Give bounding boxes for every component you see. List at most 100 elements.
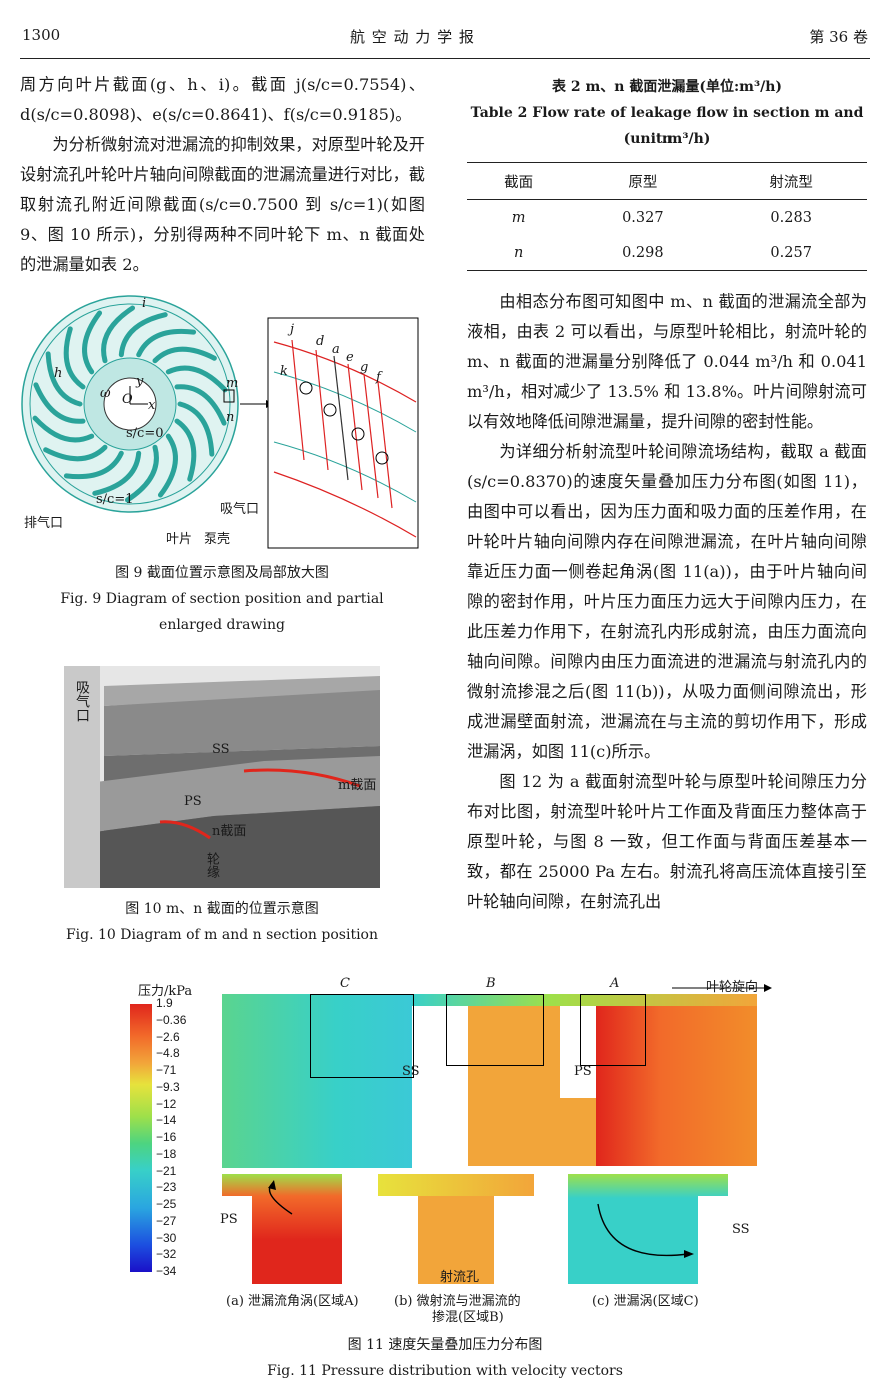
- label-sc1: s/c=1: [96, 492, 134, 507]
- table-title-cn: 表 2 m、n 截面泄漏量(单位:m³/h): [551, 79, 782, 95]
- label-h: h: [54, 366, 63, 381]
- label-g: g: [360, 360, 369, 375]
- sub-b-label-jet-hole: 射流孔: [440, 1270, 480, 1285]
- fig10-label-m-section: m截面: [338, 778, 377, 793]
- colorbar-tick-label: −25: [156, 1197, 177, 1211]
- right-paragraph-3: 图 12 为 a 截面射流型叶轮与原型叶轮间隙压力分布对比图，射流型叶轮叶片工作…: [467, 772, 867, 911]
- impeller-blade: [157, 433, 178, 498]
- colorbar-tick-label: −21: [156, 1163, 177, 1178]
- left-paragraph-1: 周方向叶片截面(g、h、i)。截面 j(s/c=0.7554)、d(s/c=0.…: [20, 75, 425, 124]
- impeller-blade: [136, 328, 197, 358]
- table-cell: n: [513, 244, 524, 261]
- figure-11: 压力/kPa 1.9−0.36−2.6−4.8−71−9.3−12−14−16−…: [126, 976, 776, 1325]
- table-row: n 0.298 0.257: [467, 235, 867, 270]
- label-blade: 叶片: [166, 532, 193, 547]
- figure-9: i h ω y O x s/c=0 s/c=1 m n 排气口 吸气口 叶片 泵…: [18, 292, 422, 552]
- figure-10: 吸气口 SS PS m截面 n截面 轮缘: [64, 666, 380, 888]
- colorbar-tick-label: −32: [156, 1247, 177, 1262]
- table-title-en: Table 2 Flow rate of leakage flow in sec…: [470, 105, 864, 147]
- fig10-label-intake: 吸气口: [74, 680, 90, 722]
- right-column-text: 由相态分布图可知图中 m、n 截面的泄漏流全部为液相，由表 2 可以看出，与原型…: [467, 287, 867, 917]
- fig9-caption-en-2: enlarged drawing: [159, 617, 285, 633]
- label-O: O: [122, 392, 133, 407]
- table-cell: 0.283: [770, 209, 812, 226]
- table-header: 射流型: [715, 163, 867, 200]
- colorbar-tick-label: −14: [156, 1113, 177, 1128]
- label-exhaust: 排气口: [24, 516, 64, 531]
- label-d: d: [316, 334, 325, 349]
- subcaption-a: (a) 泄漏流角涡(区域A): [226, 1294, 359, 1309]
- label-e: e: [346, 350, 354, 365]
- colorbar: [130, 1004, 152, 1272]
- fig10-caption-cn: 图 10 m、n 截面的位置示意图: [125, 901, 319, 917]
- fig10-label-n-section: n截面: [212, 824, 247, 839]
- subcaption-c: (c) 泄漏涡(区域C): [592, 1294, 699, 1309]
- main-label-ps: PS: [574, 1064, 592, 1079]
- impeller-blade: [174, 384, 227, 426]
- table-cell: 0.257: [770, 244, 812, 261]
- impeller-blade: [92, 450, 142, 496]
- colorbar-title: 压力/kPa: [138, 984, 193, 999]
- fig10-label-ss: SS: [212, 742, 230, 757]
- blades: [32, 305, 228, 503]
- table-cell: m: [511, 209, 526, 226]
- blade-3d-render: [64, 666, 380, 888]
- impeller-circle: [29, 303, 231, 505]
- fig10-label-rim: 轮缘: [204, 852, 219, 878]
- impeller-blade: [124, 444, 159, 503]
- volume-label: 第 36 卷: [809, 28, 868, 46]
- impeller-blade: [33, 382, 86, 424]
- label-region-b: B: [486, 976, 496, 991]
- impeller-blade: [118, 312, 168, 358]
- colorbar-tick-label: −16: [156, 1130, 177, 1144]
- label-k: k: [280, 364, 288, 379]
- colorbar-ticks: 1.9−0.36−2.6−4.8−71−9.3−12−14−16−18−21−2…: [156, 996, 198, 1278]
- leakage-table: 截面 原型 射流型 m 0.327 0.283 n 0.298 0.257: [467, 162, 867, 271]
- impeller-blade: [45, 351, 83, 407]
- label-m: m: [226, 376, 239, 391]
- label-y: y: [136, 374, 144, 389]
- colorbar-tick-label: −27: [156, 1213, 177, 1228]
- impeller-blade: [32, 415, 95, 443]
- impeller-blade: [82, 310, 103, 375]
- subplot-a: [222, 1174, 342, 1284]
- top-labels: [672, 984, 772, 992]
- label-a: a: [332, 342, 340, 357]
- sub-a-label-ps: PS: [220, 1212, 238, 1227]
- table-cell: 0.327: [622, 209, 664, 226]
- label-casing: 泵壳: [204, 532, 231, 547]
- fig11-caption-en: Fig. 11 Pressure distribution with veloc…: [267, 1363, 623, 1379]
- colorbar-tick-label: −12: [156, 1096, 177, 1111]
- label-omega: ω: [100, 386, 111, 401]
- sub-c-label-ss: SS: [732, 1222, 750, 1237]
- colorbar-tick-label: −9.3: [156, 1079, 180, 1094]
- journal-title: 航 空 动 力 学 报: [350, 28, 475, 46]
- header-rule: [20, 58, 870, 59]
- label-region-c: C: [340, 976, 350, 991]
- impeller-blade: [152, 346, 217, 364]
- subcaption-b-2: 掺混(区域B): [432, 1310, 504, 1325]
- impeller-diagram: [21, 295, 419, 549]
- subcaption-b: (b) 微射流与泄漏流的: [394, 1294, 521, 1309]
- colorbar-tick-label: −2.6: [156, 1029, 180, 1044]
- label-f: f: [376, 370, 381, 385]
- colorbar-tick-label: −30: [156, 1230, 177, 1245]
- label-j: j: [290, 322, 295, 337]
- impeller-blade: [43, 444, 108, 462]
- label-i: i: [142, 296, 147, 311]
- colorbar-tick-label: 1.9: [156, 996, 173, 1010]
- fig11-caption-cn: 图 11 速度矢量叠加压力分布图: [347, 1337, 543, 1353]
- fig10-caption-en: Fig. 10 Diagram of m and n section posit…: [65, 927, 379, 943]
- impeller-blade: [174, 418, 197, 482]
- colorbar-tick-label: −0.36: [156, 1012, 187, 1027]
- subplot-c: [568, 1174, 728, 1284]
- colorbar-tick-label: −18: [156, 1146, 177, 1161]
- impeller-blade: [165, 365, 228, 393]
- left-column-text: 周方向叶片截面(g、h、i)。截面 j(s/c=0.7554)、d(s/c=0.…: [20, 70, 425, 280]
- fig9-caption-cn: 图 9 截面位置示意图及局部放大图: [115, 565, 329, 581]
- impeller-blade: [63, 326, 86, 390]
- table-cell: 0.298: [622, 244, 664, 261]
- right-paragraph-1: 由相态分布图可知图中 m、n 截面的泄漏流全部为液相，由表 2 可以看出，与原型…: [467, 292, 867, 431]
- table-header: 截面: [467, 163, 571, 200]
- impeller-blade: [63, 450, 124, 480]
